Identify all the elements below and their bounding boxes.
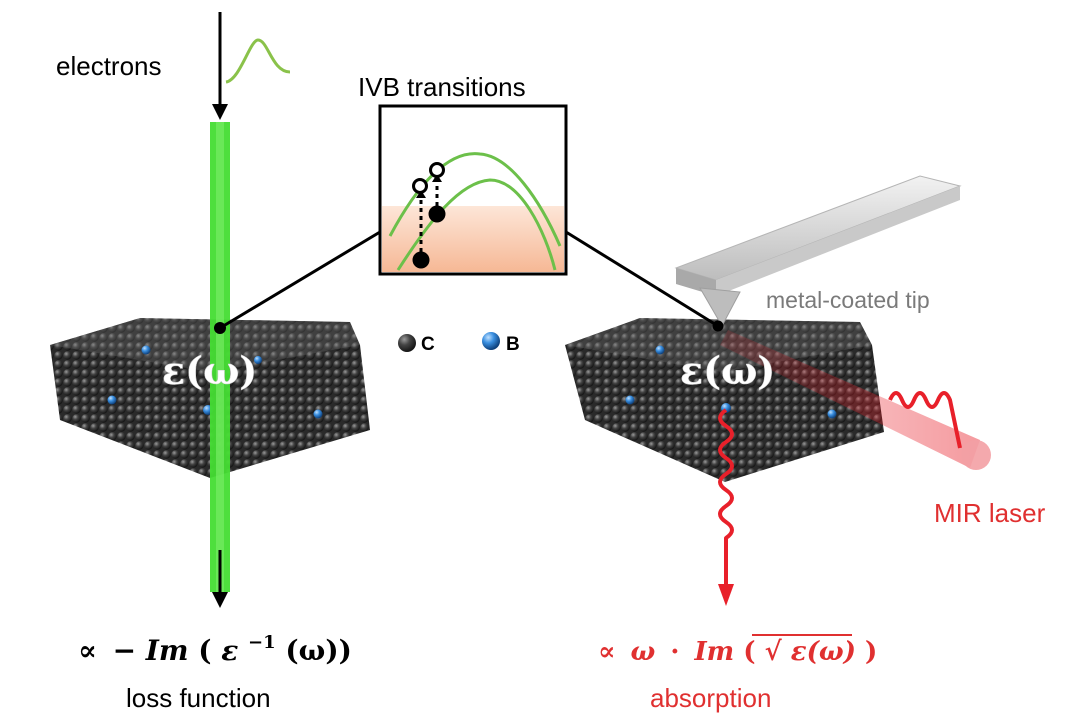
formula-abs-close: )	[865, 637, 877, 667]
formula-eps: ε	[221, 634, 238, 667]
atom-legend: C B	[398, 332, 520, 355]
boron-atom	[141, 345, 151, 355]
metal-tip-label: metal-coated tip	[766, 287, 930, 313]
formula-abs-open: (	[743, 637, 755, 667]
loss-function-label: loss function	[126, 683, 271, 713]
formula-abs-prop: ∝	[598, 637, 615, 667]
loss-function-formula: ∝ − Im ( ε −1 (ω))	[78, 622, 352, 667]
formula-prop: ∝	[78, 634, 97, 667]
formula-abs-dot: ·	[670, 637, 679, 667]
formula-abs-sqrt: √	[765, 637, 783, 667]
electrons-label: electrons	[56, 51, 162, 81]
empty-electron-state	[429, 162, 445, 178]
right-epsilon-label: ε(ω)	[680, 348, 775, 393]
right-connector-line	[565, 230, 719, 328]
formula-im: Im	[145, 634, 189, 667]
electron-outgoing-arrow	[212, 550, 228, 608]
svg-text:∝ ω · Im: ∝ ω · Im ( √ ε(ω) )	[598, 637, 877, 667]
empty-electron-state	[412, 178, 428, 194]
carbon-legend-icon	[398, 334, 416, 352]
legend-carbon-label: C	[421, 334, 435, 355]
formula-arg: (ω))	[285, 634, 351, 667]
ivb-inset-box	[378, 104, 568, 276]
mir-laser-beam	[720, 330, 991, 470]
filled-electron-state	[412, 251, 430, 269]
boron-atom	[254, 356, 262, 364]
electron-beam	[210, 122, 230, 592]
left-epsilon-label: ε(ω)	[162, 348, 257, 393]
boron-atom	[625, 395, 635, 405]
mir-laser-label: MIR laser	[934, 498, 1046, 528]
boron-atom	[107, 395, 117, 405]
boron-atom	[655, 345, 665, 355]
boron-atom	[827, 409, 837, 419]
absorption-wave	[718, 408, 734, 606]
filled-electron-state	[428, 205, 446, 223]
formula-exp: −1	[248, 632, 276, 653]
absorption-formula: ∝ ω · Im ( √ ε(ω) )	[598, 634, 877, 667]
boron-atom	[313, 409, 323, 419]
left-connector-line	[219, 230, 381, 330]
right-slab	[565, 318, 884, 482]
electron-pulse-icon	[225, 38, 291, 84]
absorption-label: absorption	[650, 683, 771, 713]
electron-incoming-arrow	[212, 12, 228, 120]
formula-abs-im: Im	[693, 637, 734, 667]
legend-boron-label: B	[506, 334, 520, 355]
boron-legend-icon	[482, 332, 500, 350]
formula-open: (	[198, 634, 211, 667]
ivb-transitions-label: IVB transitions	[358, 72, 526, 102]
formula-abs-omega: ω	[631, 637, 656, 667]
formula-abs-eps: ε(ω)	[791, 637, 856, 667]
afm-tip	[674, 175, 962, 328]
svg-text:∝ − Im (: ∝ − Im ( ε −1 (ω))	[78, 622, 352, 667]
formula-minus: −	[113, 634, 136, 667]
